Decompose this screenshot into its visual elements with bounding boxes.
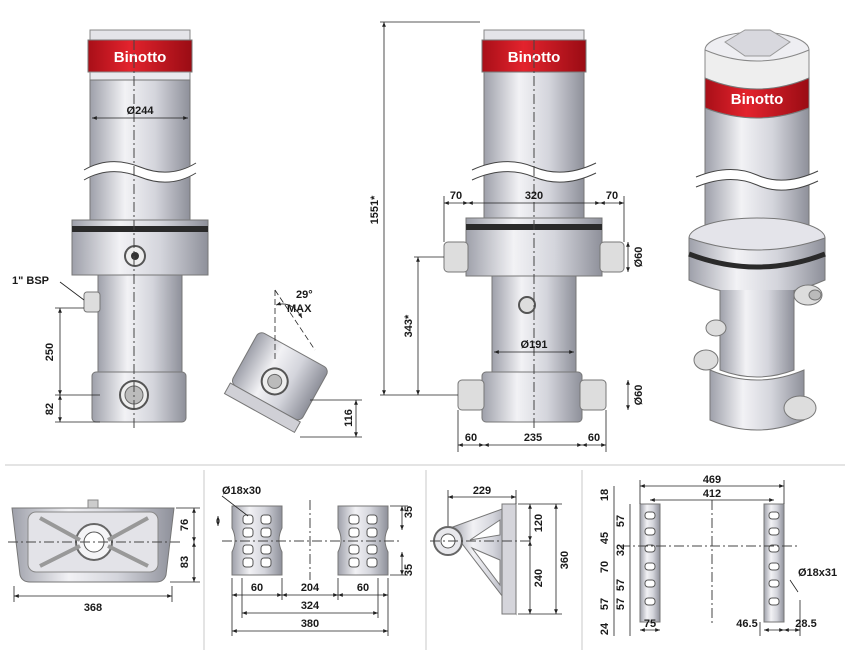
- top-pin-diameter: Ø60: [633, 247, 645, 268]
- bracket-right-width: 60: [357, 582, 369, 594]
- triangle-bracket: [430, 503, 530, 616]
- sp-v-32: 32: [615, 544, 627, 556]
- sp-v-24: 24: [599, 622, 611, 635]
- triangle-width: 229: [473, 485, 491, 497]
- side-view-cylinder: Binotto: [443, 29, 625, 430]
- dim-port-height: 250: [44, 343, 56, 361]
- mount-plate: [8, 499, 180, 583]
- bracket-left-width: 60: [251, 582, 263, 594]
- sp-v-18: 18: [599, 489, 611, 501]
- side-plates-overall: 469: [703, 474, 721, 486]
- bottom-pin-diameter: Ø60: [633, 385, 645, 406]
- sp-v-57c: 57: [599, 598, 611, 610]
- sp-h-28: 28.5: [795, 618, 816, 630]
- bracket-dim-upper: 35: [403, 506, 415, 518]
- top-right-offset: 70: [606, 190, 618, 202]
- side-dimensions: [380, 21, 630, 452]
- body-diameter: Ø191: [521, 339, 548, 351]
- tilted-detail-view: [223, 332, 328, 434]
- triangle-dimensions: [447, 490, 562, 615]
- detail-angle-note: MAX: [287, 303, 312, 315]
- triangle-dim-upper: 120: [533, 514, 545, 532]
- triangle-dim-lower: 240: [533, 569, 545, 587]
- front-dimensions: [55, 116, 188, 423]
- sp-v-57d: 57: [615, 598, 627, 610]
- top-width: 320: [525, 190, 543, 202]
- plate-dim-upper: 76: [179, 519, 191, 531]
- bracket-dim-lower: 35: [403, 564, 415, 576]
- total-height-label: 1551*: [369, 195, 381, 224]
- bottom-left-offset: 60: [465, 432, 477, 444]
- bracket-hole-label: Ø18x30: [222, 485, 261, 497]
- side-plates-hole: Ø18x31: [798, 567, 837, 579]
- isometric-cylinder: Binotto: [688, 29, 826, 431]
- top-left-offset: 70: [450, 190, 462, 202]
- detail-height-label: 116: [343, 409, 355, 427]
- brackets: [222, 500, 400, 580]
- bracket-inner-span: 324: [301, 600, 320, 612]
- detail-angle-label: 29°: [296, 289, 313, 301]
- iso-brand-label: Binotto: [731, 91, 783, 108]
- triangle-total: 360: [559, 551, 571, 569]
- section-dividers: [5, 464, 845, 650]
- plate-dimensions: [13, 507, 200, 602]
- port-label: 1" BSP: [12, 275, 49, 287]
- front-brand-label: Binotto: [114, 49, 166, 66]
- side-brand-label: Binotto: [508, 49, 560, 66]
- bracket-dimensions: [216, 495, 408, 636]
- sp-v-57a: 57: [615, 515, 627, 527]
- sp-v-57b: 57: [615, 579, 627, 591]
- side-plate-dimensions: [613, 480, 801, 636]
- dim-base-height: 82: [44, 403, 56, 415]
- bottom-width: 235: [524, 432, 542, 444]
- sp-v-45: 45: [599, 532, 611, 544]
- sp-h-75: 75: [644, 618, 656, 630]
- side-plates-inner: 412: [703, 488, 721, 500]
- detail-dimensions: [274, 289, 362, 438]
- plate-width-label: 368: [84, 602, 102, 614]
- bracket-outer-span: 380: [301, 618, 319, 630]
- mid-height-label: 343*: [403, 314, 415, 337]
- front-diameter-label: Ø244: [127, 105, 155, 117]
- side-plates: [620, 500, 800, 626]
- sp-v-70: 70: [599, 561, 611, 573]
- bracket-gap: 204: [301, 582, 320, 594]
- front-view-cylinder: Binotto: [71, 29, 209, 430]
- plate-dim-lower: 83: [179, 556, 191, 568]
- sp-h-46: 46.5: [736, 618, 757, 630]
- bottom-right-offset: 60: [588, 432, 600, 444]
